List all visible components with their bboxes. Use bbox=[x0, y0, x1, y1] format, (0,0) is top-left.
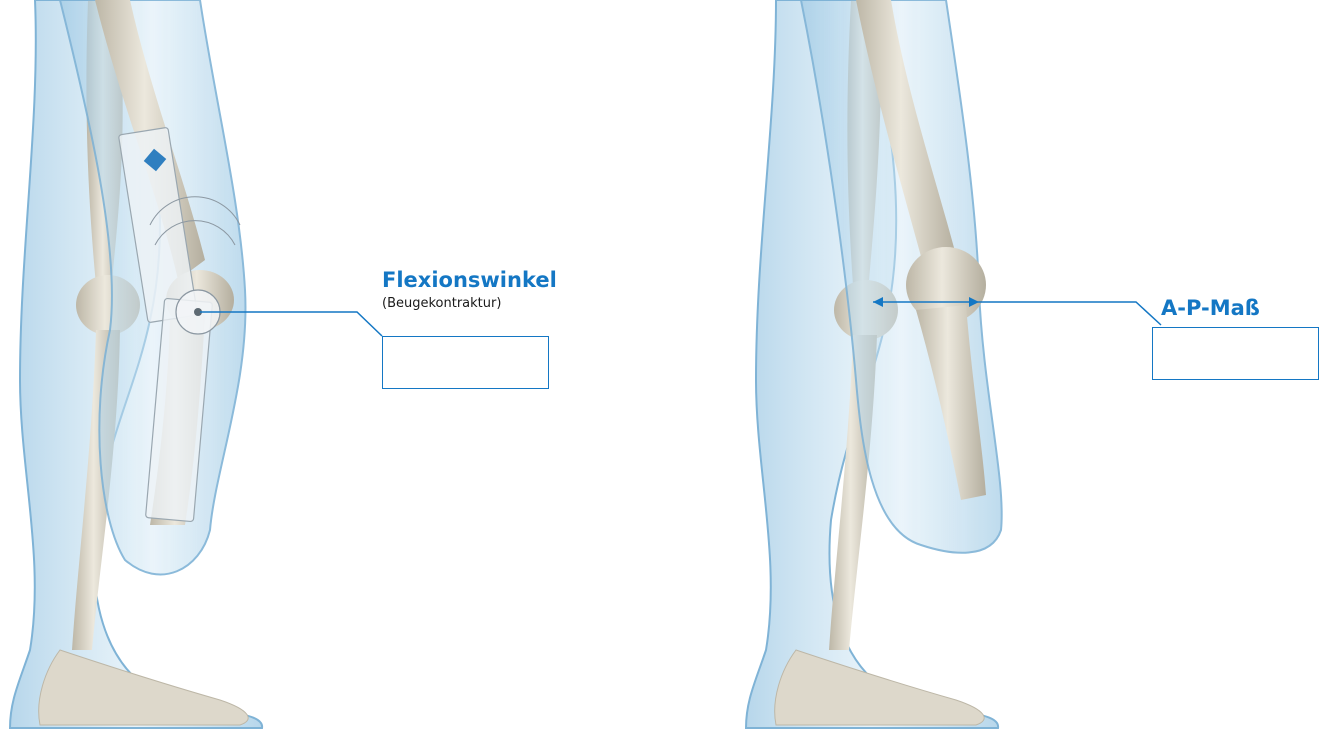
ap-measure-input[interactable] bbox=[1152, 327, 1319, 380]
flexion-title: Flexionswinkel bbox=[382, 268, 557, 292]
flexion-angle-input[interactable] bbox=[382, 336, 549, 389]
ap-leader-line bbox=[979, 302, 1161, 325]
ap-panel: A-P-Maß bbox=[661, 0, 1323, 729]
ap-title: A-P-Maß bbox=[1161, 296, 1260, 320]
foot-standing bbox=[775, 650, 984, 725]
flexion-panel: Flexionswinkel (Beugekontraktur) bbox=[0, 0, 661, 729]
leg-illustration-flexion bbox=[0, 0, 661, 729]
foot-standing bbox=[39, 650, 248, 725]
flexion-subtitle: (Beugekontraktur) bbox=[382, 296, 501, 311]
